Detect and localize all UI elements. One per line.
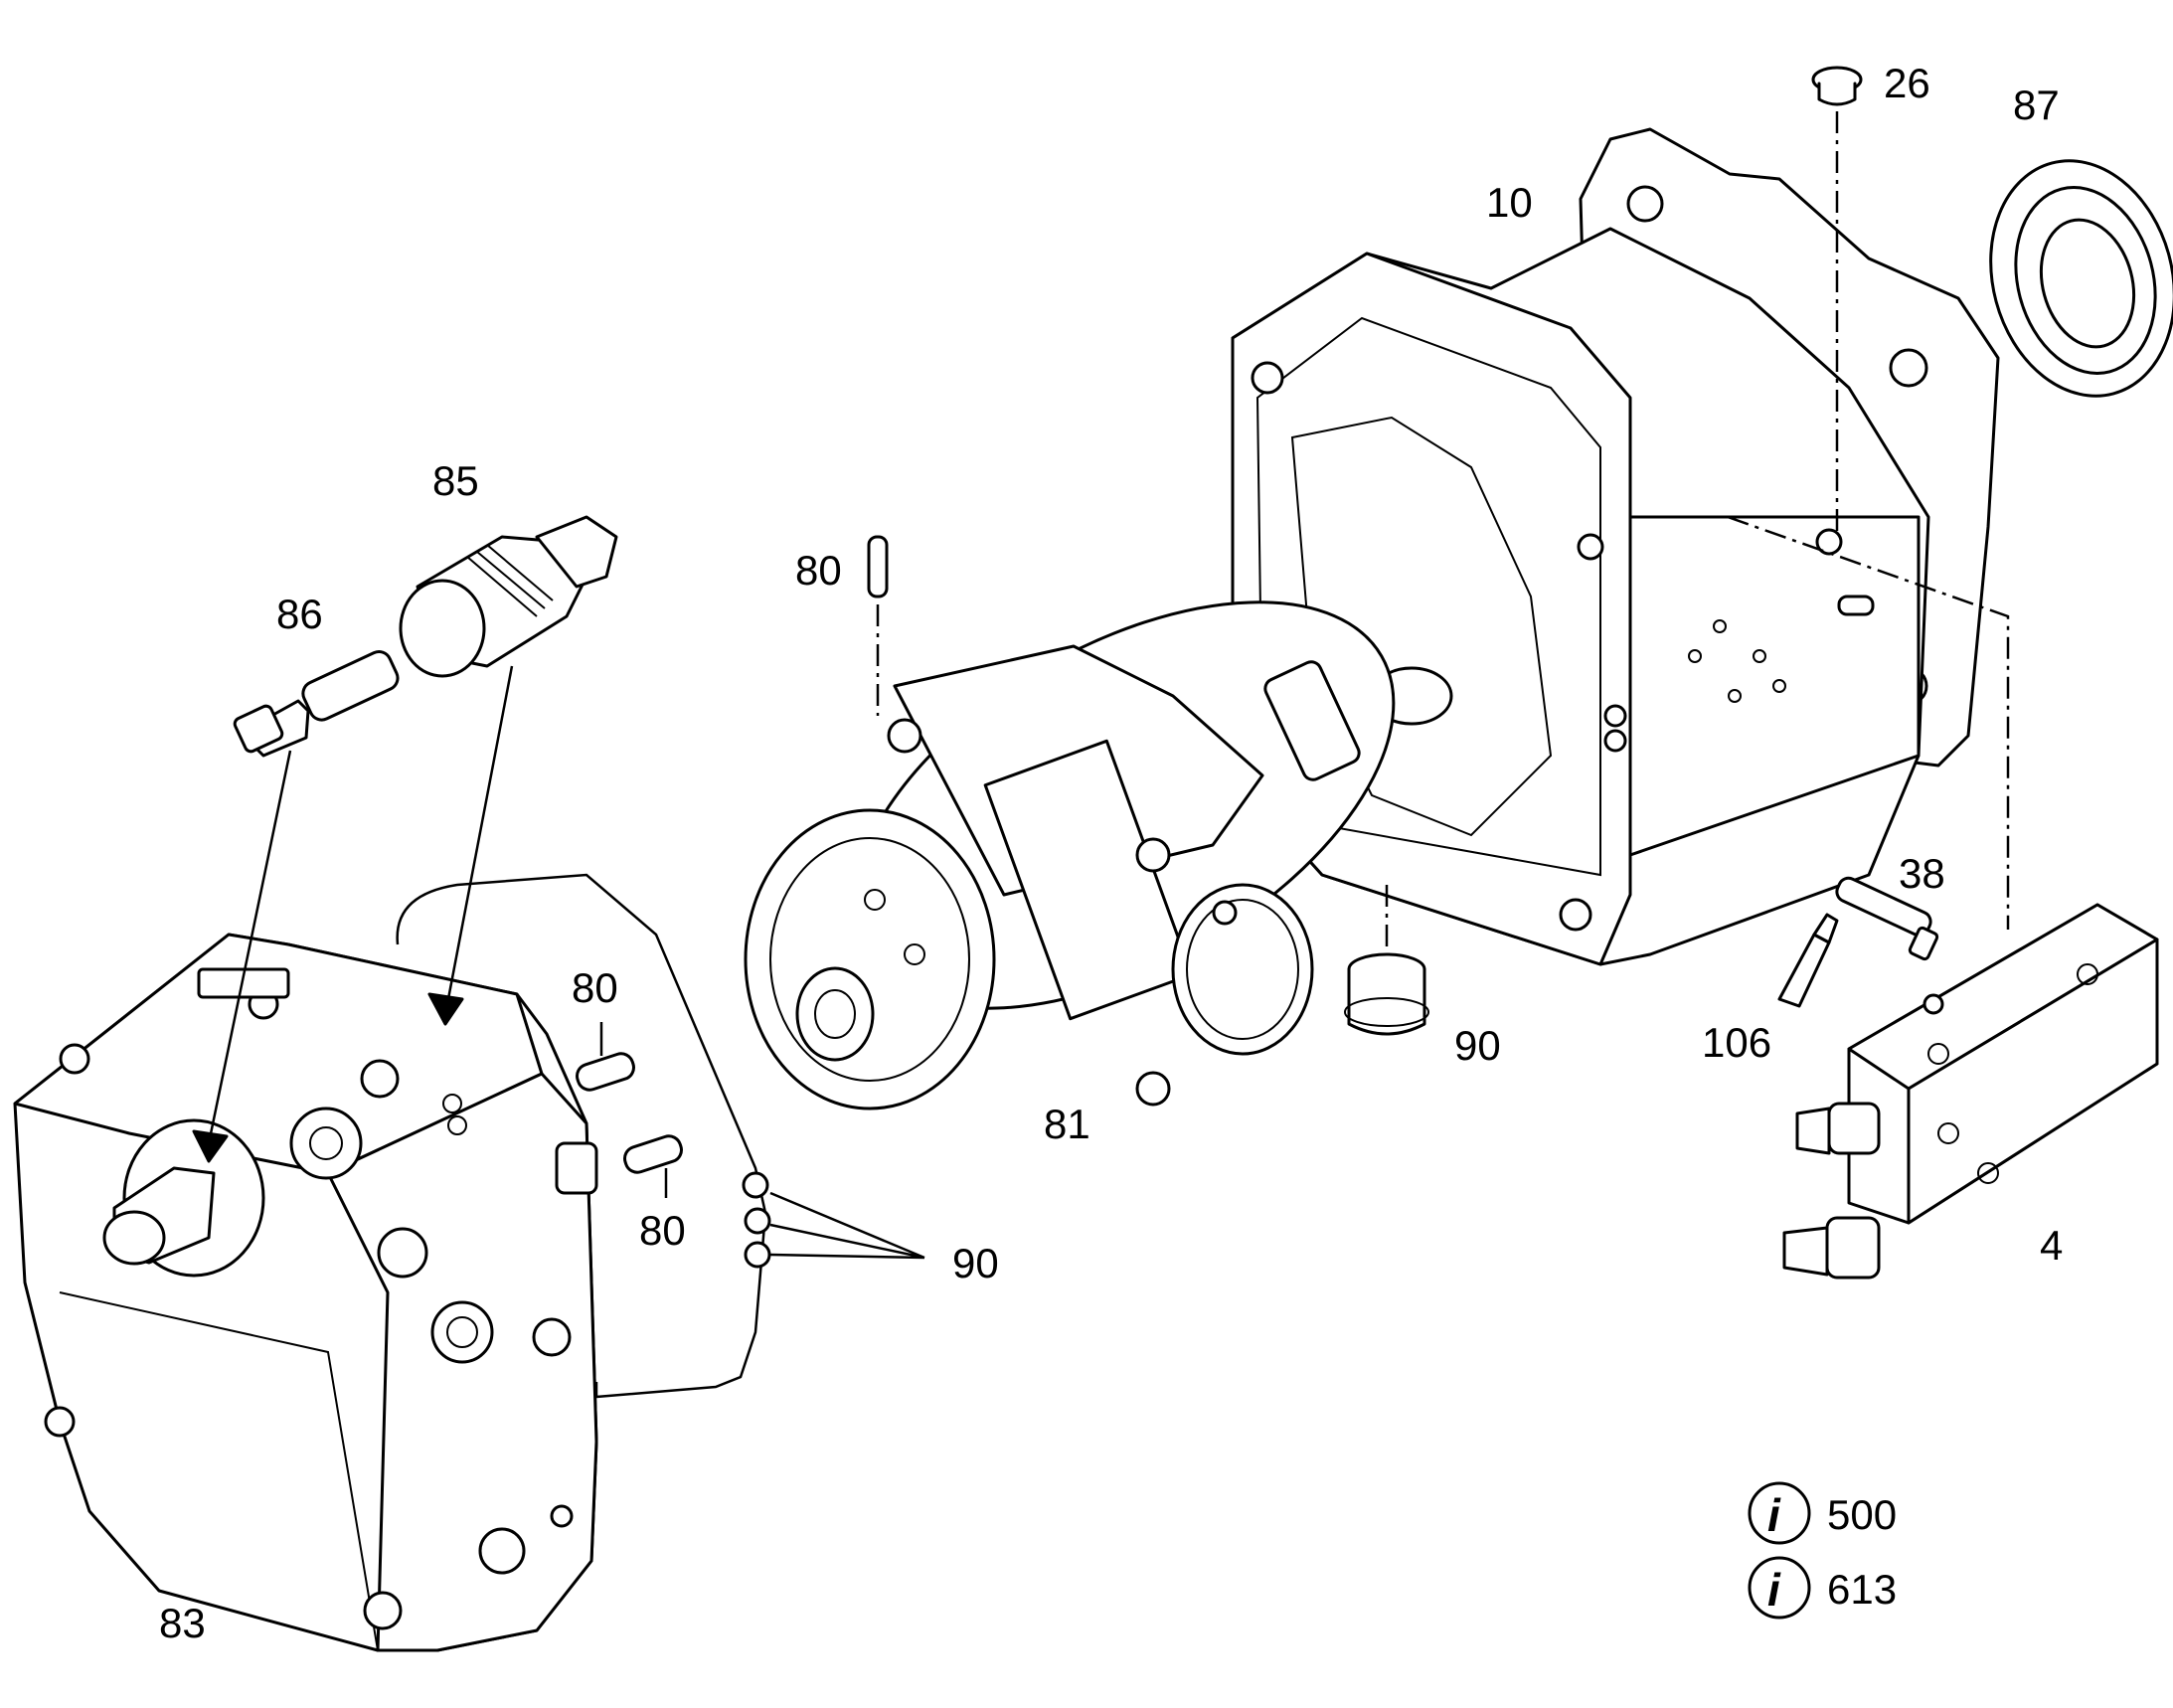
shaft-seal-part-87 bbox=[1989, 159, 2173, 398]
centerline-4 bbox=[1727, 515, 2010, 930]
label-80-low: 80 bbox=[639, 1207, 686, 1254]
arrow-86 bbox=[192, 1129, 229, 1163]
valve-block-part-4 bbox=[1782, 903, 2159, 1280]
label-80-mid: 80 bbox=[572, 964, 618, 1011]
label-86: 86 bbox=[276, 591, 323, 637]
label-26: 26 bbox=[1884, 60, 1930, 106]
label-38: 38 bbox=[1899, 850, 1945, 897]
leader-85 bbox=[445, 665, 514, 1005]
info-icon: i bbox=[1748, 1556, 1811, 1620]
pin-part-80-top bbox=[867, 535, 889, 598]
info-value-613: 613 bbox=[1827, 1566, 1897, 1613]
label-10: 10 bbox=[1486, 179, 1533, 226]
label-83: 83 bbox=[159, 1600, 206, 1646]
label-4: 4 bbox=[2040, 1222, 2063, 1269]
leader-86 bbox=[207, 750, 292, 1144]
info-value-500: 500 bbox=[1827, 1491, 1897, 1538]
label-90-orings: 90 bbox=[952, 1240, 999, 1286]
fitting-part-86 bbox=[233, 650, 400, 758]
screw-part-38 bbox=[1835, 876, 1939, 961]
pin-part-80-mid bbox=[576, 1052, 635, 1092]
leader-90-orings bbox=[769, 1191, 925, 1260]
pin-part-80-low bbox=[623, 1134, 683, 1174]
svg-text:i: i bbox=[1767, 1489, 1781, 1541]
threadlocker-part-106 bbox=[1777, 913, 1839, 1008]
housing-part-10 bbox=[1231, 127, 2000, 966]
gasket-outline bbox=[396, 873, 771, 1399]
rotary-group-part-81 bbox=[744, 600, 1396, 1110]
info-ref-500: i 500 bbox=[1748, 1481, 1897, 1545]
svg-text:i: i bbox=[1767, 1564, 1781, 1616]
label-87: 87 bbox=[2013, 82, 2060, 128]
label-85: 85 bbox=[432, 457, 479, 504]
port-plate-part-83 bbox=[13, 933, 598, 1652]
info-icon: i bbox=[1748, 1481, 1811, 1545]
label-90-plug: 90 bbox=[1454, 1022, 1501, 1069]
label-106: 106 bbox=[1702, 1019, 1771, 1066]
screw-plug-part-26 bbox=[1811, 66, 1863, 106]
arrow-85 bbox=[427, 992, 464, 1026]
info-ref-613: i 613 bbox=[1748, 1556, 1897, 1620]
label-81: 81 bbox=[1044, 1101, 1090, 1147]
valve-cartridge-part-85 bbox=[399, 515, 618, 678]
plug-part-90 bbox=[1344, 952, 1429, 1036]
label-80-top: 80 bbox=[795, 547, 842, 594]
